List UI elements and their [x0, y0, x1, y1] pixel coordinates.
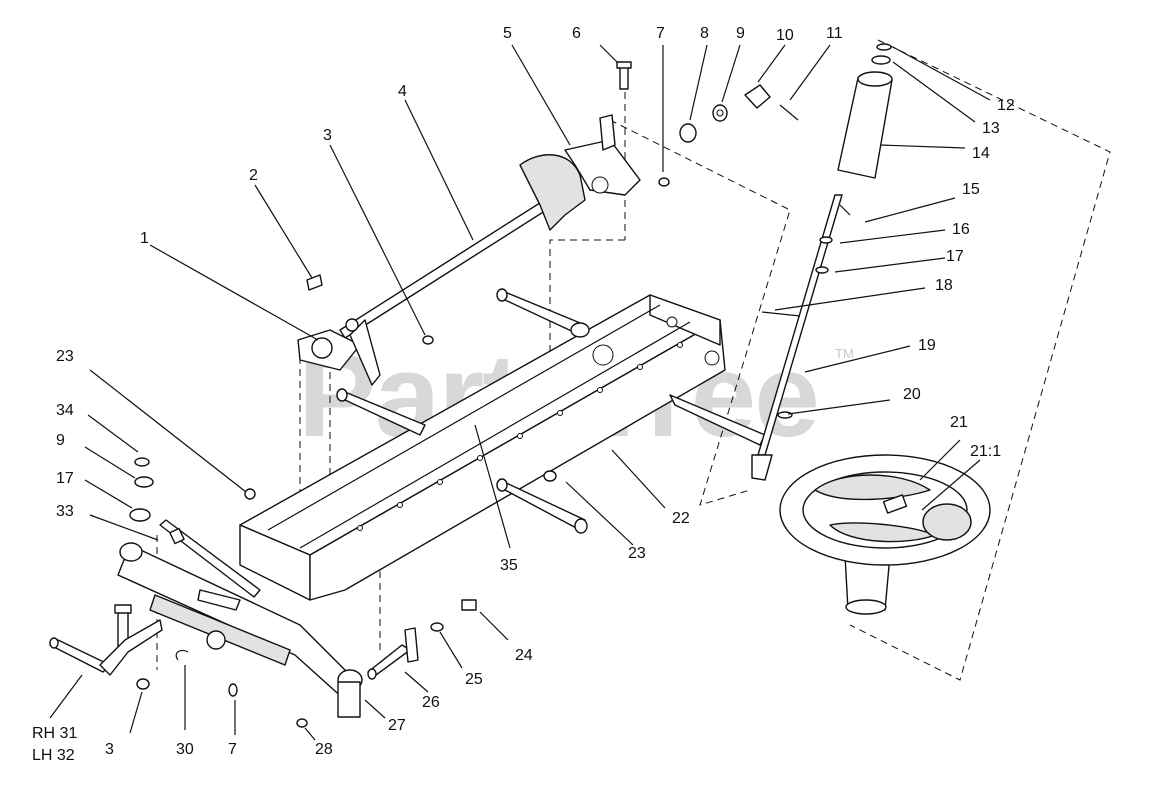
- callout-15: 15: [962, 181, 980, 198]
- front-axle-assembly: [49, 542, 363, 718]
- callout-9-left: 9: [56, 432, 65, 449]
- callout-labels: 1 2 3 4 5 6 7 8 9 10 11 12 13 14 15 16 1…: [32, 25, 1015, 764]
- callout-23-lower: 23: [628, 545, 646, 562]
- callout-8: 8: [700, 25, 709, 42]
- callout-23-left: 23: [56, 348, 74, 365]
- drag-link: [159, 519, 261, 598]
- callout-16: 16: [952, 221, 970, 238]
- callout-18: 18: [935, 277, 953, 294]
- callout-20: 20: [903, 386, 921, 403]
- callout-35: 35: [500, 557, 518, 574]
- callout-17-left: 17: [56, 470, 74, 487]
- callout-7-bottom: 7: [228, 741, 237, 758]
- callout-lh-32: LH 32: [32, 747, 75, 764]
- callout-19: 19: [918, 337, 936, 354]
- callout-27: 27: [388, 717, 406, 734]
- callout-3: 3: [323, 127, 332, 144]
- steering-shaft-assembly: [297, 186, 571, 386]
- sector-gear: [519, 114, 641, 231]
- callout-11: 11: [826, 25, 843, 42]
- callout-2: 2: [249, 167, 258, 184]
- cross-tubes: [336, 288, 766, 534]
- callout-26: 26: [422, 694, 440, 711]
- callout-28: 28: [315, 741, 333, 758]
- steering-hardware: [616, 61, 799, 187]
- callout-34: 34: [56, 402, 74, 419]
- callout-21: 21: [950, 414, 968, 431]
- callout-13: 13: [982, 120, 1000, 137]
- callout-1: 1: [140, 230, 149, 247]
- callout-3-bottom: 3: [105, 741, 114, 758]
- callout-12: 12: [997, 97, 1015, 114]
- steering-wheel: [779, 454, 991, 615]
- callout-9-top: 9: [736, 25, 745, 42]
- frame-rail: [239, 294, 726, 601]
- callout-10: 10: [776, 27, 794, 44]
- watermark-trademark: TM: [835, 346, 854, 361]
- callout-6: 6: [572, 25, 581, 42]
- callout-7-top: 7: [656, 25, 665, 42]
- callout-30: 30: [176, 741, 194, 758]
- callout-22: 22: [672, 510, 690, 527]
- callout-33: 33: [56, 503, 74, 520]
- callout-14: 14: [972, 145, 990, 162]
- callout-5: 5: [503, 25, 512, 42]
- pivot-hardware: [244, 470, 557, 728]
- callout-17-right: 17: [946, 248, 964, 265]
- callout-25: 25: [465, 671, 483, 688]
- steering-column: [751, 43, 893, 481]
- leader-lines: [49, 44, 991, 741]
- callout-24: 24: [515, 647, 533, 664]
- callout-21-1: 21:1: [970, 443, 1001, 460]
- callout-rh-31: RH 31: [32, 725, 77, 742]
- spindle-washers: [129, 457, 154, 522]
- callout-4: 4: [398, 83, 407, 100]
